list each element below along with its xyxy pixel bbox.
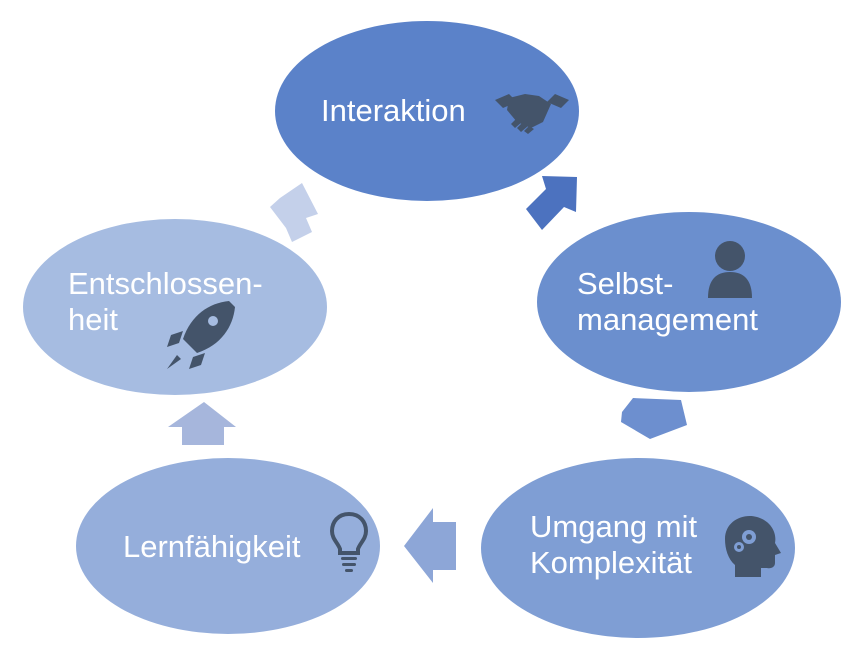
arrow-selbstmanagement-to-komplexitaet xyxy=(621,398,687,439)
node-entschlossenheit xyxy=(23,219,327,395)
node-interaktion xyxy=(275,21,579,201)
arrow-entschlossenheit-to-interaktion xyxy=(270,183,318,242)
label-line: Interaktion xyxy=(321,93,466,128)
arrow-interaktion-to-selbstmanagement xyxy=(526,176,577,230)
handshake-icon xyxy=(495,94,569,134)
arrow-lernfaehigkeit-to-entschlossenheit xyxy=(168,402,236,445)
label-line: Entschlossen- xyxy=(68,266,263,301)
node-label-lernfaehigkeit: Lernfähigkeit xyxy=(123,529,301,565)
arrow-komplexitaet-to-lernfaehigkeit xyxy=(404,508,456,583)
node-lernfaehigkeit xyxy=(76,458,380,634)
node-label-interaktion: Interaktion xyxy=(321,93,466,129)
head-gears-icon xyxy=(725,515,781,577)
node-selbstmanagement xyxy=(537,212,841,392)
label-line: Umgang mit xyxy=(530,509,698,544)
person-icon xyxy=(708,241,752,298)
label-line: Lernfähigkeit xyxy=(123,529,301,564)
node-label-selbstmanagement: Selbst- management xyxy=(577,266,758,338)
node-label-komplexitaet: Umgang mit Komplexität xyxy=(530,509,697,581)
node-komplexitaet xyxy=(481,458,795,638)
node-label-entschlossenheit: Entschlossen- heit xyxy=(68,266,263,338)
label-line: Selbst- xyxy=(577,266,674,301)
label-line: management xyxy=(577,302,758,337)
label-line: heit xyxy=(68,302,118,337)
lightbulb-icon xyxy=(329,511,369,572)
rocket-icon xyxy=(167,301,235,369)
label-line: Komplexität xyxy=(530,545,692,580)
